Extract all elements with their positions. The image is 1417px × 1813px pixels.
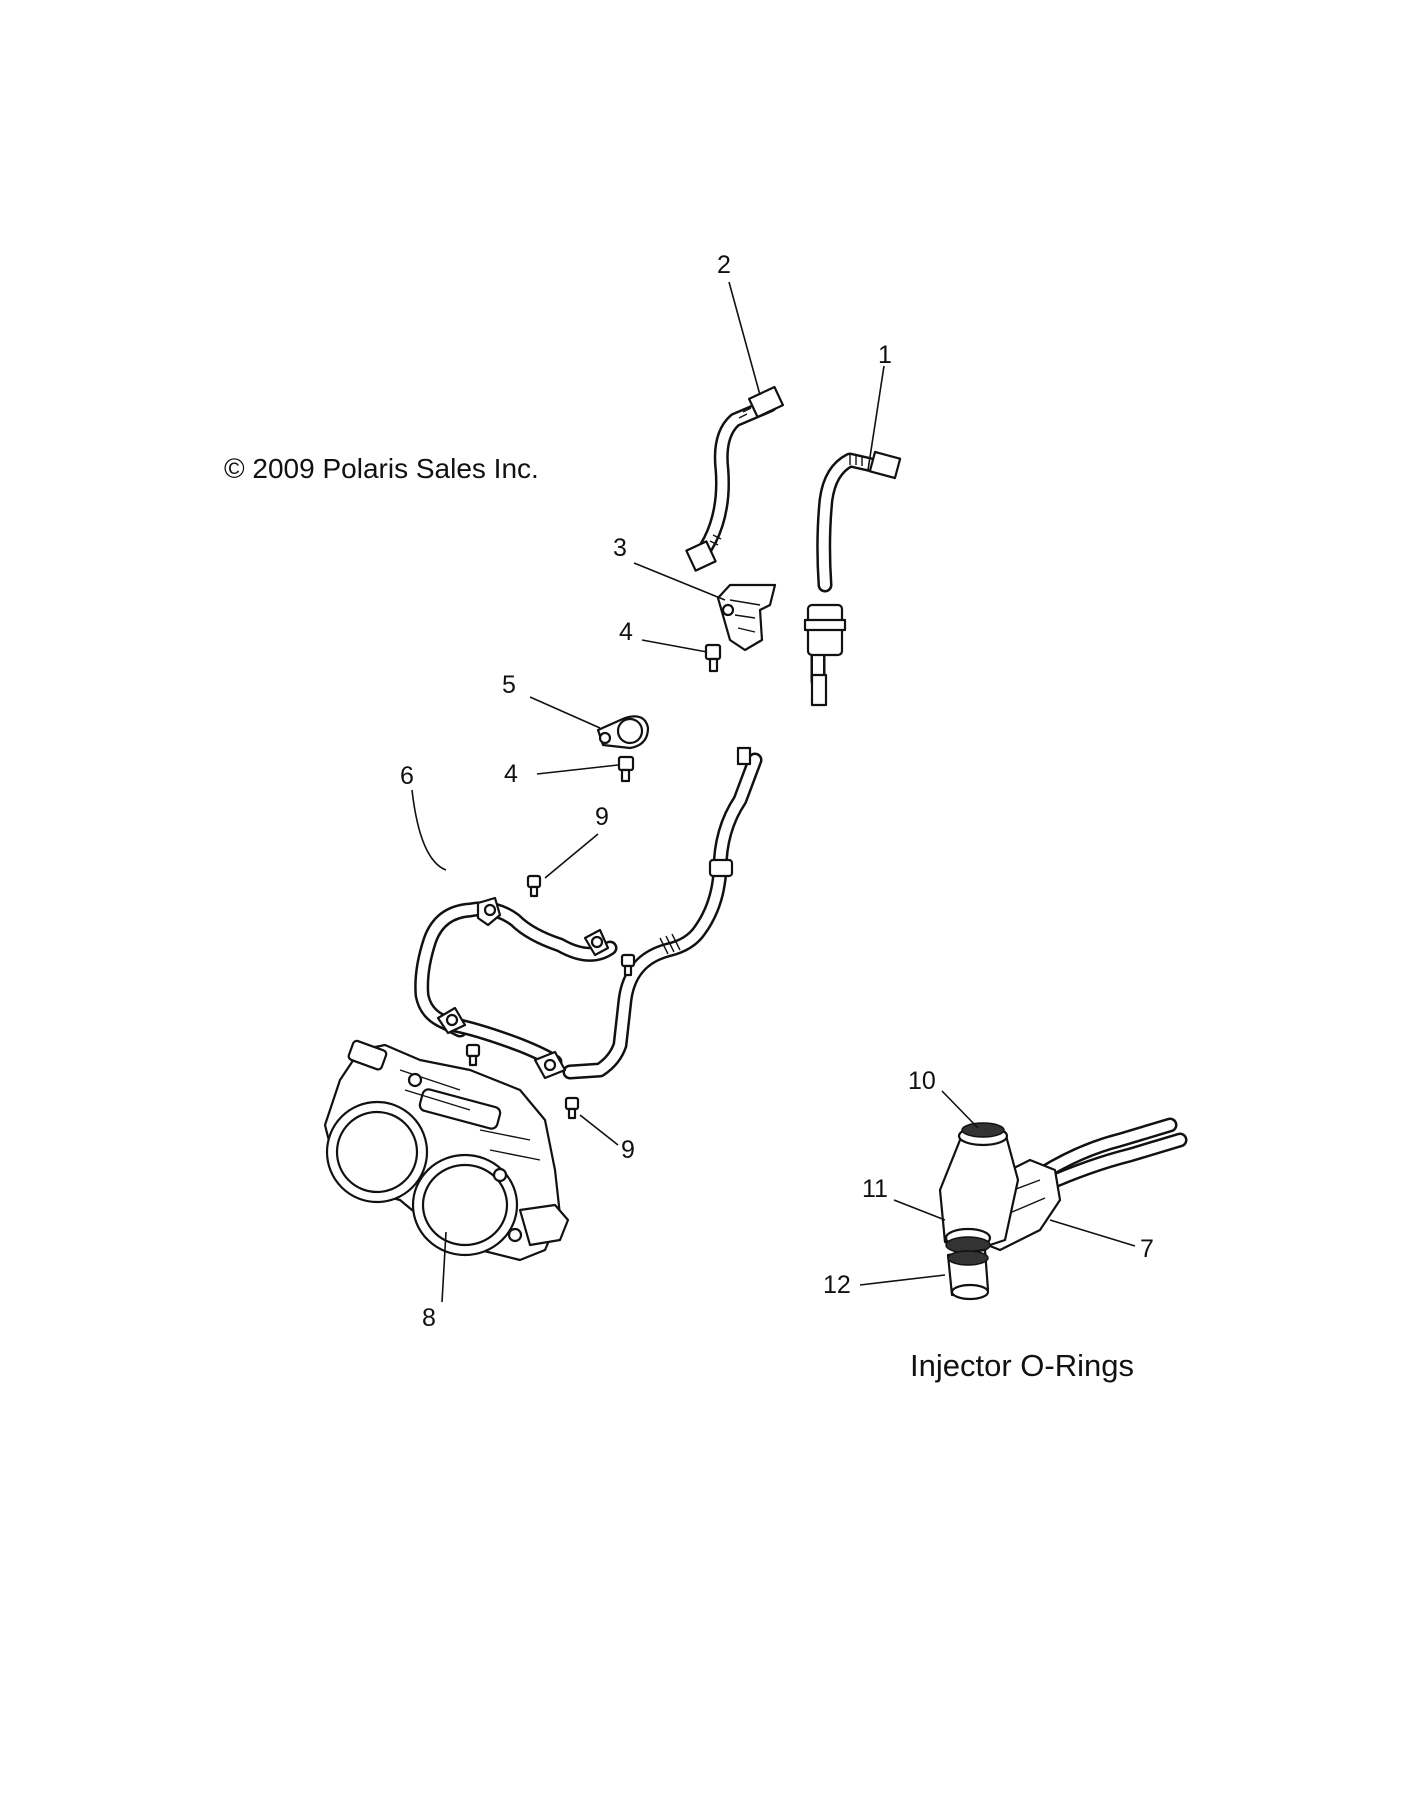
part-3-bracket [716, 583, 777, 652]
callout-10: 10 [908, 1067, 936, 1095]
callout-4-upper: 4 [619, 618, 633, 646]
part-5-clamp [596, 715, 650, 750]
callout-6: 6 [400, 762, 414, 790]
callout-2: 2 [717, 251, 731, 279]
part-4-bolt-lower [617, 755, 635, 783]
callout-12: 12 [823, 1271, 851, 1299]
leader-lines [411, 281, 1136, 1303]
part-6-fuel-rail-hose [414, 746, 763, 1080]
part-4-bolt-upper [704, 643, 722, 673]
callouts: 1 2 3 4 4 5 6 7 8 9 9 10 11 12 [400, 251, 1154, 1332]
callout-5: 5 [502, 671, 516, 699]
callout-9-upper: 9 [595, 803, 609, 831]
callout-1: 1 [878, 341, 892, 369]
callout-7: 7 [1140, 1235, 1154, 1263]
injector-caption: Injector O-Rings [910, 1348, 1134, 1383]
copyright-text: © 2009 Polaris Sales Inc. [224, 453, 539, 484]
part-8-throttle-body [323, 1039, 570, 1262]
part-1-fuel-line-filter [803, 450, 902, 707]
callout-11: 11 [862, 1175, 888, 1203]
callout-3: 3 [613, 534, 627, 562]
callout-4-lower: 4 [504, 760, 518, 788]
part-9-bolt-lower [564, 1096, 580, 1120]
callout-9-lower: 9 [621, 1136, 635, 1164]
callout-8: 8 [422, 1304, 436, 1332]
injector-assembly [938, 1117, 1188, 1301]
part-2-fuel-hose [685, 385, 785, 572]
